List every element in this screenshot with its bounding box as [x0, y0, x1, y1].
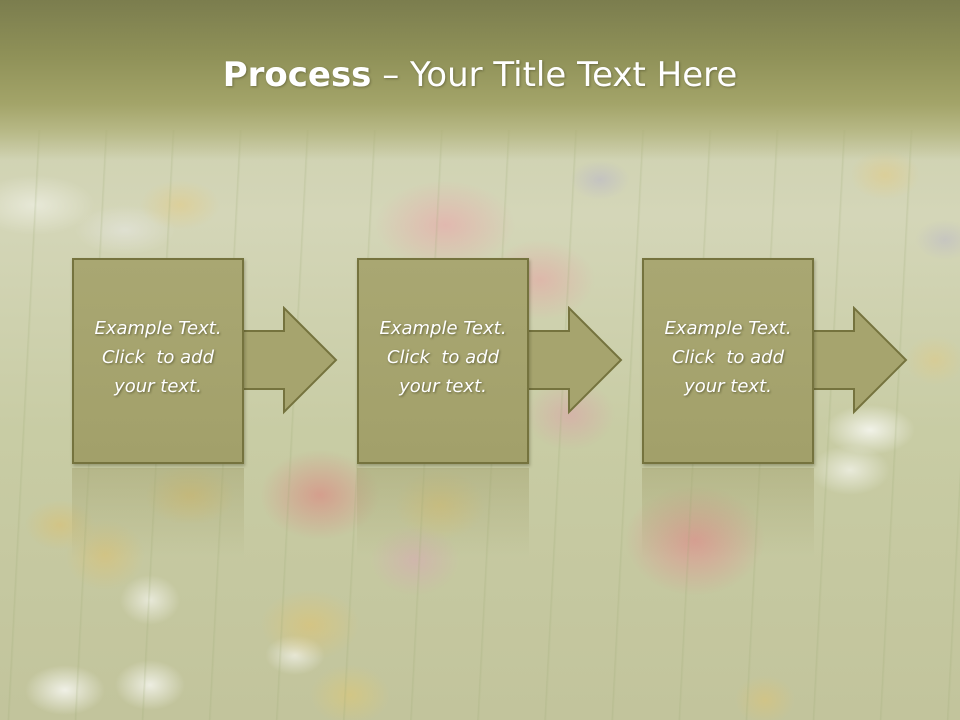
- step-text-line: your text.: [114, 376, 202, 397]
- right-arrow-icon: [523, 306, 623, 415]
- step-text-2[interactable]: Example Text. Click to add your text.: [365, 314, 521, 401]
- step-3-reflection: [642, 468, 814, 558]
- step-1-reflection: [72, 468, 244, 558]
- title-band: [0, 0, 960, 160]
- step-text-1[interactable]: Example Text. Click to add your text.: [80, 314, 236, 401]
- step-text-line: Click to add: [101, 347, 214, 368]
- step-text-line: Example Text.: [664, 318, 792, 339]
- step-text-line: your text.: [684, 376, 772, 397]
- step-text-line: Example Text.: [94, 318, 222, 339]
- title-bold: Process: [222, 55, 372, 95]
- step-text-line: Click to add: [671, 347, 784, 368]
- slide-title[interactable]: Process – Your Title Text Here: [0, 52, 960, 98]
- step-2-reflection: [357, 468, 529, 558]
- right-arrow-icon: [808, 306, 908, 415]
- right-arrow-icon: [238, 306, 338, 415]
- step-box-3[interactable]: Example Text. Click to add your text.: [642, 258, 814, 464]
- step-box-1[interactable]: Example Text. Click to add your text.: [72, 258, 244, 464]
- step-text-line: Example Text.: [379, 318, 507, 339]
- step-text-3[interactable]: Example Text. Click to add your text.: [650, 314, 806, 401]
- step-text-line: your text.: [399, 376, 487, 397]
- step-text-line: Click to add: [386, 347, 499, 368]
- title-rest: – Your Title Text Here: [371, 55, 738, 95]
- step-box-2[interactable]: Example Text. Click to add your text.: [357, 258, 529, 464]
